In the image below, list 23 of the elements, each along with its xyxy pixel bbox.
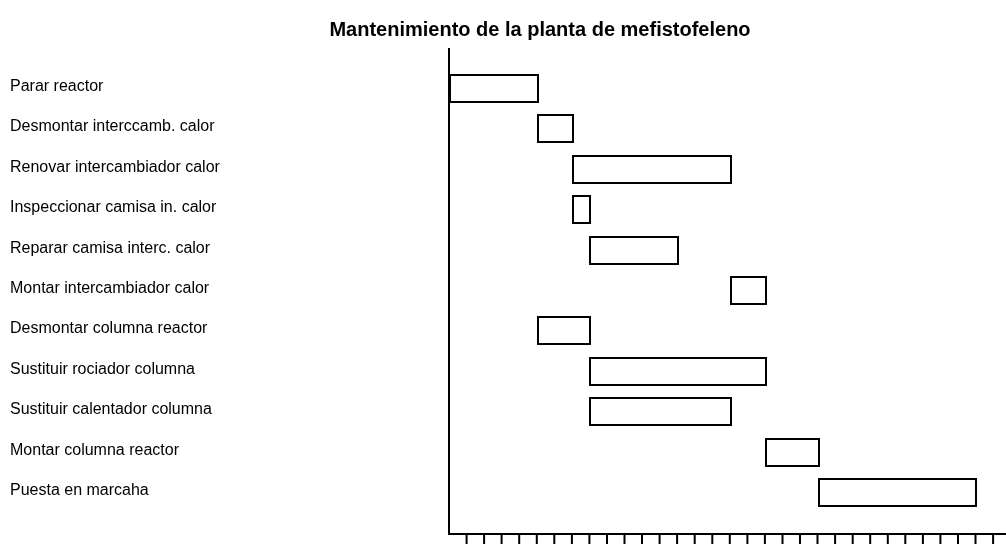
task-bar — [589, 235, 680, 265]
task-bar — [571, 195, 592, 225]
task-label: Reparar camisa interc. calor — [10, 237, 211, 258]
task-label: Sustituir rociador columna — [10, 358, 195, 379]
task-label: Desmontar interccamb. calor — [10, 116, 215, 137]
chart-title: Mantenimiento de la planta de mefistofeleno — [328, 18, 752, 41]
task-label: Parar reactor — [10, 76, 104, 96]
task-bar — [536, 114, 574, 144]
task-label: Montar intercambiador calor — [10, 278, 210, 298]
task-label: Inspeccionar camisa in. calor — [10, 197, 217, 218]
task-label: Montar columna reactor — [10, 439, 179, 460]
task-bar — [729, 276, 767, 305]
task-label: Sustituir calentador columna — [10, 399, 212, 420]
task-bar — [571, 154, 732, 184]
task-bar — [764, 437, 820, 467]
task-label: Puesta en marcaha — [10, 480, 149, 500]
task-label: Desmontar columna reactor — [10, 318, 208, 339]
task-label: Renovar intercambiador calor — [10, 156, 220, 177]
task-bar — [589, 356, 767, 386]
task-bar — [536, 316, 592, 346]
task-bar — [589, 397, 732, 427]
task-bar — [449, 74, 539, 103]
task-bar — [817, 478, 978, 507]
